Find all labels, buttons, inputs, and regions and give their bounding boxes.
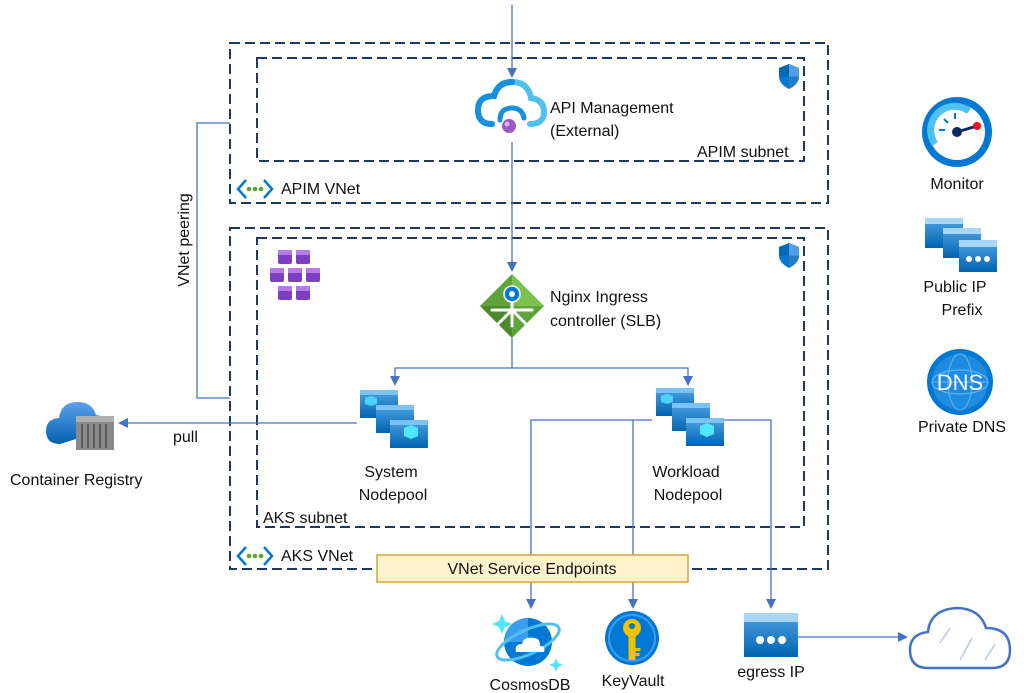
- nodepool-icon: [360, 390, 428, 448]
- nginx-label-line2: controller (SLB): [550, 313, 661, 330]
- apim-vnet-label: APIM VNet: [281, 181, 361, 198]
- vnet-peering-line: [196, 122, 230, 399]
- egress-ip-label: egress IP: [737, 664, 805, 681]
- system-nodepool-label-line1: System: [364, 464, 417, 481]
- public-ip-icon: [744, 613, 798, 657]
- monitor-label: Monitor: [930, 176, 984, 193]
- apim-subnet-boundary: [256, 57, 805, 162]
- container-registry-icon: [46, 402, 114, 450]
- api-management-icon: [474, 78, 548, 133]
- apim-subnet-label: APIM subnet: [697, 144, 789, 161]
- aks-subnet-label: AKS subnet: [263, 510, 348, 527]
- container-registry-label: Container Registry: [10, 472, 143, 489]
- service-endpoints-bar: [376, 554, 689, 583]
- vnet-peering-label: VNet peering: [176, 193, 193, 286]
- aks-subnet-boundary: [256, 237, 805, 528]
- cosmosdb-label: CosmosDB: [490, 677, 571, 693]
- workload-nodepool-label-line1: Workload: [652, 464, 719, 481]
- cosmosdb-icon: [492, 614, 563, 672]
- nodepool-icon: [656, 388, 724, 446]
- keyvault-label: KeyVault: [602, 673, 665, 690]
- shield-icon: [779, 243, 799, 268]
- workload-to-egress-arrow: [720, 419, 776, 609]
- dns-icon-text: DNS: [937, 370, 983, 395]
- connectors: [118, 5, 908, 642]
- workload-to-cosmosdb-arrow: [526, 419, 652, 609]
- service-endpoints-label: VNet Service Endpoints: [448, 561, 617, 578]
- ingress-to-system-arrow: [390, 338, 513, 386]
- public-ip-prefix-label-line1: Public IP: [923, 279, 986, 296]
- public-ip-prefix-label-line2: Prefix: [942, 302, 983, 319]
- dns-icon: DNS: [927, 349, 993, 415]
- nginx-ingress-icon: [480, 274, 544, 338]
- aks-vnet-label: AKS VNet: [281, 548, 354, 565]
- private-dns-label: Private DNS: [918, 419, 1006, 436]
- internet-cloud-icon: [908, 606, 1012, 670]
- aks-icon: [270, 250, 320, 300]
- vnet-icon: [236, 546, 274, 566]
- workload-nodepool-label-line2: Nodepool: [654, 487, 723, 504]
- keyvault-icon: [605, 611, 659, 665]
- system-nodepool-label-line2: Nodepool: [359, 487, 428, 504]
- public-ip-prefix-icon: [925, 218, 997, 272]
- nginx-label-line1: Nginx Ingress: [550, 289, 648, 306]
- api-management-label-line2: (External): [550, 123, 619, 140]
- pull-label: pull: [173, 429, 198, 446]
- apim-vnet-boundary: [229, 42, 829, 204]
- monitor-icon: [922, 97, 992, 167]
- shield-icon: [779, 64, 799, 89]
- api-management-label-line1: API Management: [550, 100, 674, 117]
- vnet-icon: [236, 179, 274, 199]
- ingress-to-workload-arrow: [512, 367, 693, 386]
